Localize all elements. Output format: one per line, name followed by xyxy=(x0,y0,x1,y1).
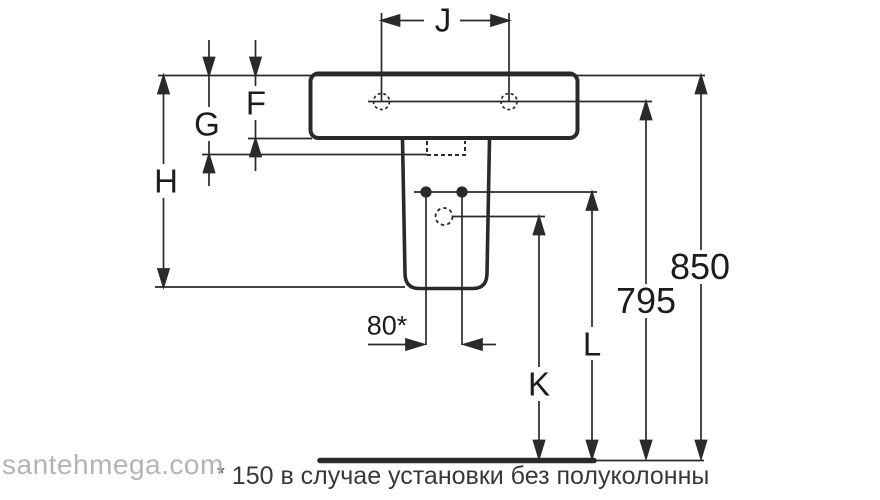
drain-opening-dashed xyxy=(426,141,466,156)
arrow-down-icon xyxy=(248,56,263,79)
label-H: H xyxy=(154,162,178,200)
label-height-bolt-holes: 795 xyxy=(615,280,677,321)
water-inlet-dashed-icon xyxy=(434,207,454,226)
dimension-J xyxy=(378,13,512,102)
arrow-right-icon xyxy=(405,337,427,352)
dimension-G xyxy=(202,40,216,186)
reference-lines xyxy=(155,74,705,345)
label-L: L xyxy=(582,325,602,363)
dimension-H xyxy=(156,72,171,290)
arrow-left-icon xyxy=(461,337,483,352)
arrow-down-icon xyxy=(532,439,546,462)
dimension-L xyxy=(585,189,599,462)
dimension-F xyxy=(248,40,263,171)
arrow-down-icon xyxy=(202,56,216,79)
label-K: K xyxy=(527,365,551,403)
arrow-up-icon xyxy=(248,135,263,158)
arrow-up-icon xyxy=(532,213,546,236)
dimension-795 xyxy=(639,98,653,462)
footnote: * 150 в случае установки без полуколонны xyxy=(217,461,709,491)
label-fixing-spacing: 80* xyxy=(366,310,408,341)
label-height-total: 850 xyxy=(669,246,731,287)
arrow-up-icon xyxy=(585,189,599,211)
label-F: F xyxy=(245,84,267,122)
arrow-down-icon xyxy=(694,439,708,462)
arrow-right-icon xyxy=(490,13,512,28)
dimension-K xyxy=(532,213,546,462)
arrow-down-icon xyxy=(585,439,599,462)
arrow-up-icon xyxy=(156,72,171,95)
watermark: santehmega.com xyxy=(2,449,224,480)
dimension-bolt-spacing xyxy=(368,337,496,352)
footnote-text: 150 в случае установки без полуколонны xyxy=(231,462,710,490)
basin-outline xyxy=(308,71,580,140)
arrow-down-icon xyxy=(156,268,171,290)
dimension-850 xyxy=(694,72,708,462)
arrow-up-icon xyxy=(639,98,653,121)
label-J: J xyxy=(434,1,452,39)
arrow-up-icon xyxy=(694,72,708,95)
arrow-left-icon xyxy=(378,13,401,28)
arrow-up-icon xyxy=(202,151,216,174)
pedestal-outline xyxy=(400,139,492,291)
label-G: G xyxy=(194,105,220,143)
footnote-asterisk: * xyxy=(217,463,225,485)
arrow-down-icon xyxy=(639,439,653,462)
